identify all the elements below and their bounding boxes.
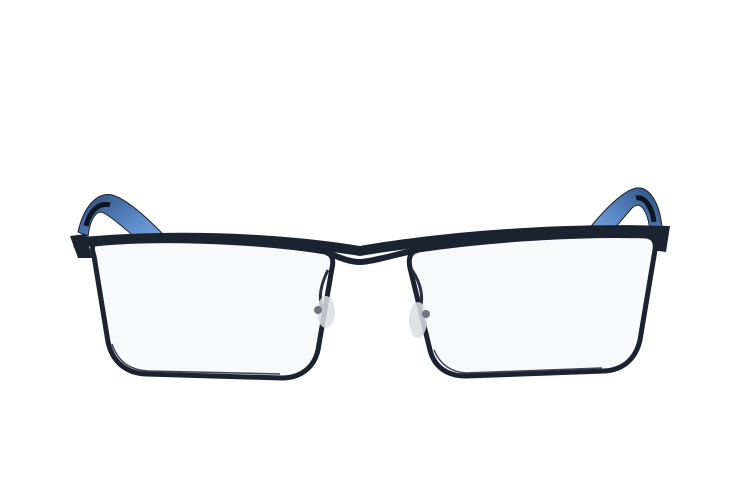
right-lens-rim (406, 233, 658, 379)
left-end-piece (70, 234, 92, 258)
left-nose-pad (314, 296, 335, 328)
right-nose-pad (409, 302, 430, 338)
right-lens-rim-highlight (433, 349, 603, 374)
left-lens-rim-highlight (111, 343, 281, 375)
brow-bar (72, 225, 668, 256)
left-lens-rim (90, 238, 336, 381)
bridge (324, 247, 419, 266)
